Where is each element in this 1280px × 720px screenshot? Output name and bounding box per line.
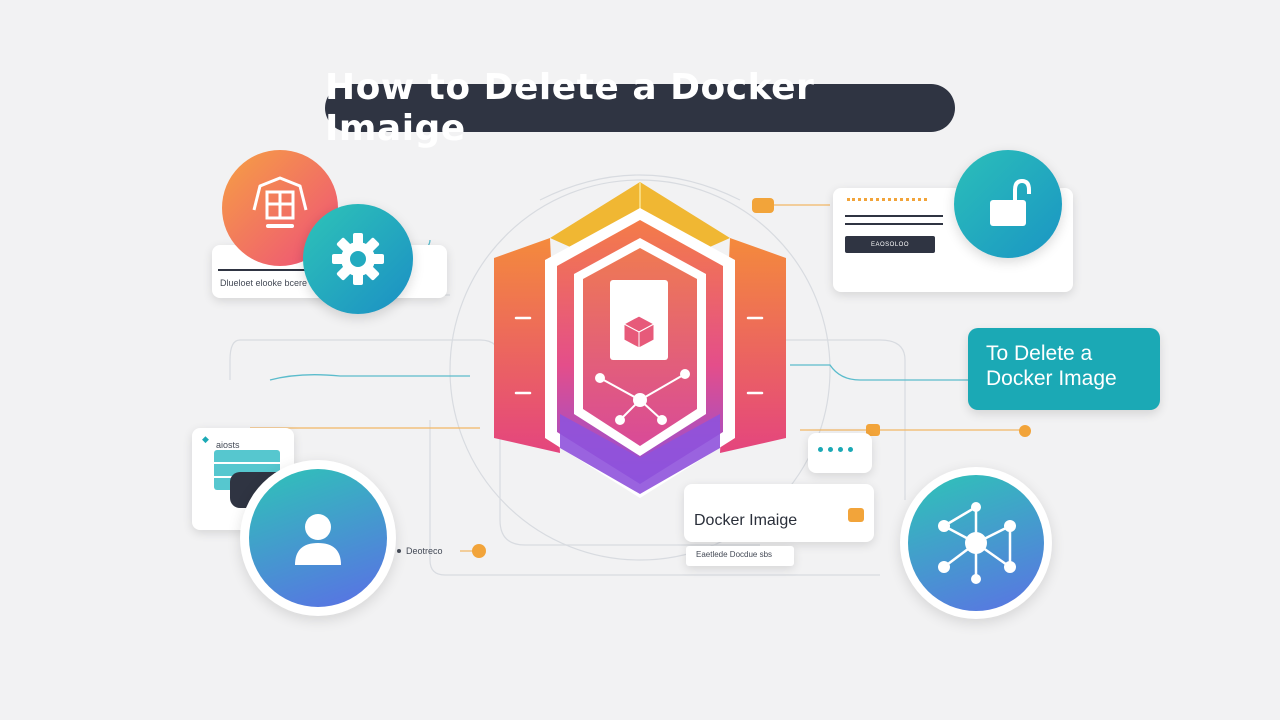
bullet-dot xyxy=(397,549,401,553)
delete-image-callout[interactable]: To Delete a Docker Image xyxy=(968,328,1160,410)
unlock-circle xyxy=(954,150,1062,258)
drop-icon: ◆ xyxy=(202,434,209,444)
gear-icon xyxy=(332,233,384,285)
dots-card xyxy=(808,433,872,473)
user-circle xyxy=(249,469,387,607)
title-banner: How to Delete a Docker Imaige xyxy=(325,67,955,149)
docker-image-card: Docker Imaige xyxy=(684,484,874,542)
docker-image-title: Docker Imaige xyxy=(694,512,798,529)
unlock-icon xyxy=(990,178,1031,226)
user-icon xyxy=(295,514,341,565)
left-bottom-card-text: aiosts xyxy=(216,440,240,450)
central-shield-illustration xyxy=(494,182,786,498)
docker-image-subtitle: Eaetlede Docdue sbs xyxy=(696,550,773,559)
dotted-line xyxy=(847,198,927,201)
box-outline-icon xyxy=(252,176,308,228)
network-hub-icon xyxy=(938,502,1016,584)
docker-image-badge[interactable] xyxy=(848,508,864,522)
bottom-left-label: Deotreco xyxy=(406,546,443,556)
gear-circle xyxy=(303,204,413,314)
card-action-button[interactable]: EAOSOLOO xyxy=(845,236,935,253)
network-circle xyxy=(908,475,1044,611)
card-action-label: EAOSOLOO xyxy=(870,241,909,248)
docker-subtitle-card: Eaetlede Docdue sbs xyxy=(686,546,794,566)
left-card-text: Dlueloet elooke bcere xyxy=(220,278,308,288)
callout-line-2: Docker Image xyxy=(986,367,1117,390)
page-title: How to Delete a Docker Imaige xyxy=(325,67,815,149)
callout-line-1: To Delete a xyxy=(986,342,1093,365)
